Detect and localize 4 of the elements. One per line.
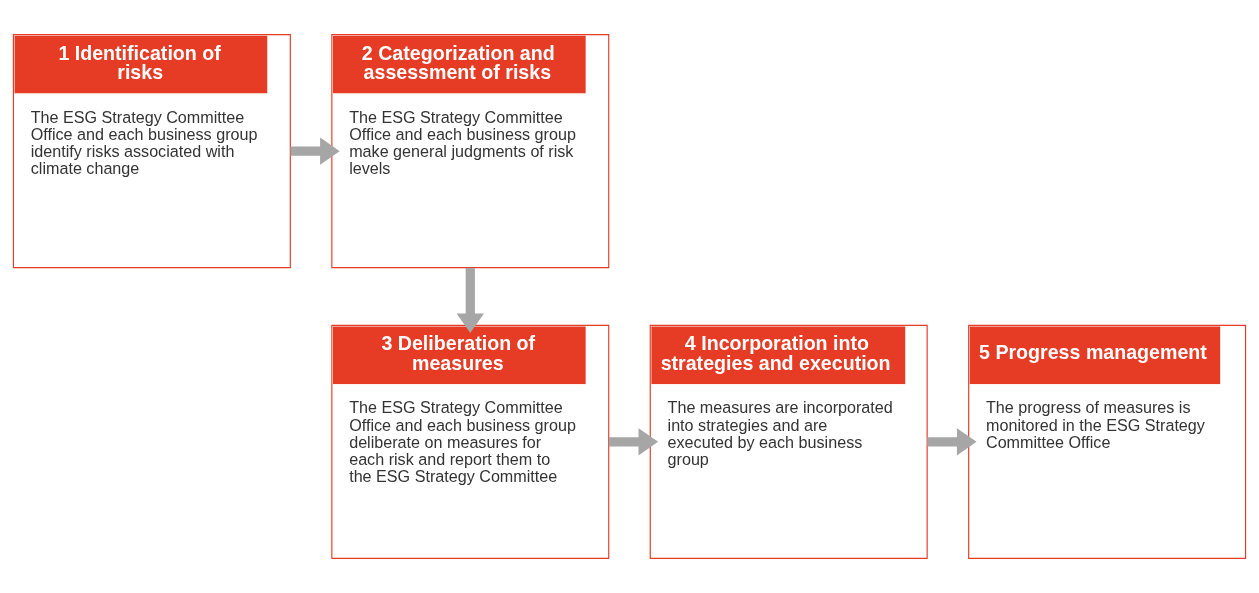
- arrow: [290, 137, 340, 165]
- arrow: [609, 428, 659, 456]
- arrow: [927, 428, 977, 456]
- arrow: [456, 267, 484, 334]
